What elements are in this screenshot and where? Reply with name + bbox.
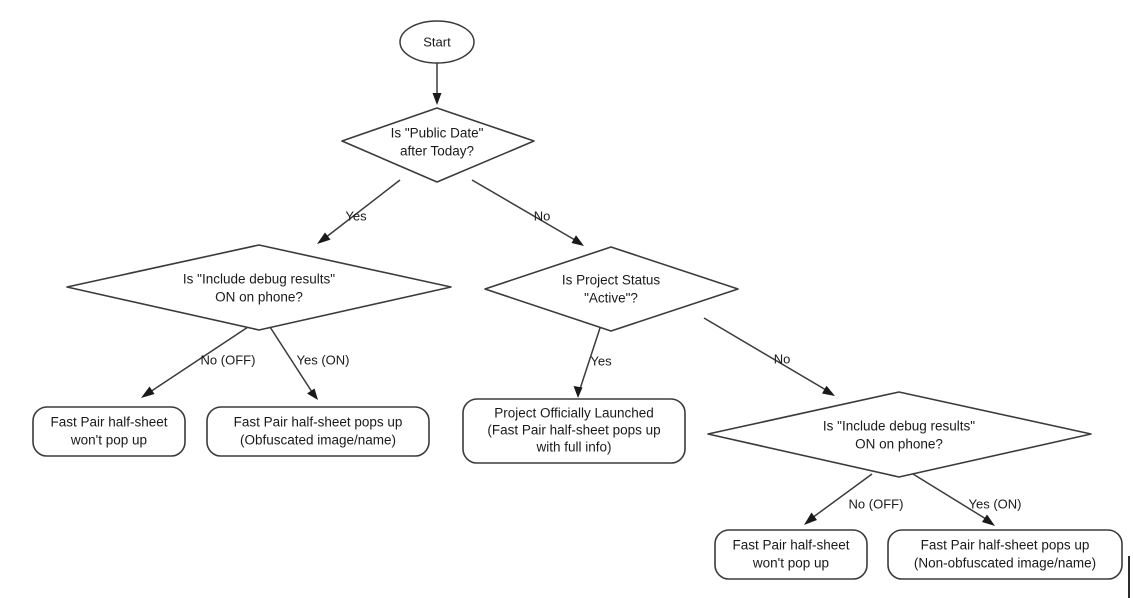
- node-start[interactable]: Start: [399, 20, 475, 64]
- node-debug-right-line1: Is "Include debug results": [823, 419, 975, 434]
- diamond-shape-debug-left: [66, 244, 452, 331]
- node-decision-public-date[interactable]: Is "Public Date" after Today?: [341, 107, 535, 183]
- node-project-status-line2: "Active"?: [584, 291, 638, 306]
- edge-label-debug-right-yes: Yes (ON): [969, 496, 1022, 511]
- edge-public-date-no: [471, 179, 584, 246]
- diamond-shape-project-status: [484, 246, 739, 332]
- node-public-date-line2: after Today?: [400, 144, 474, 159]
- node-project-status-line1: Is Project Status: [562, 273, 661, 288]
- rect-shape-non-obfuscated: [887, 529, 1123, 580]
- node-start-label: Start: [423, 34, 451, 49]
- diamond-shape-public-date: [341, 107, 535, 183]
- node-debug-right-line2: ON on phone?: [855, 437, 943, 452]
- rect-shape-launched: [462, 398, 686, 464]
- node-no-popup-right-line1: Fast Pair half-sheet: [732, 538, 849, 553]
- node-non-obfuscated-line2: (Non-obfuscated image/name): [914, 556, 1096, 571]
- node-launched-line2: (Fast Pair half-sheet pops up: [487, 423, 660, 438]
- rect-shape-no-popup-left: [32, 406, 186, 457]
- edge-label-public-date-yes: Yes: [345, 208, 367, 223]
- edge-debug-right-yes: [912, 473, 995, 526]
- edge-debug-right-no: [804, 473, 873, 525]
- node-launched-line3: with full info): [535, 440, 611, 455]
- edge-project-status-yes: [573, 327, 601, 398]
- diamond-shape-debug-right: [707, 391, 1092, 478]
- node-obfuscated-line2: (Obfuscated image/name): [240, 433, 396, 448]
- edge-start-to-public-date: [432, 63, 442, 105]
- edge-label-debug-right-no: No (OFF): [849, 496, 904, 511]
- node-decision-project-status[interactable]: Is Project Status "Active"?: [484, 246, 739, 332]
- edge-label-project-status-yes: Yes: [590, 353, 612, 368]
- edge-public-date-yes: [317, 179, 401, 244]
- node-result-no-popup-right[interactable]: Fast Pair half-sheet won't pop up: [714, 529, 868, 580]
- edge-debug-left-no: [141, 326, 249, 398]
- node-result-no-popup-left[interactable]: Fast Pair half-sheet won't pop up: [32, 406, 186, 457]
- node-no-popup-left-line1: Fast Pair half-sheet: [50, 415, 167, 430]
- node-obfuscated-line1: Fast Pair half-sheet pops up: [234, 415, 403, 430]
- edge-label-project-status-no: No: [774, 351, 791, 366]
- node-non-obfuscated-line1: Fast Pair half-sheet pops up: [921, 538, 1090, 553]
- node-launched-line1: Project Officially Launched: [494, 406, 654, 421]
- edge-label-public-date-no: No: [534, 208, 551, 223]
- edge-label-debug-left-yes: Yes (ON): [297, 352, 350, 367]
- rect-shape-obfuscated: [206, 406, 430, 457]
- edge-label-debug-left-no: No (OFF): [201, 352, 256, 367]
- node-decision-debug-left[interactable]: Is "Include debug results" ON on phone?: [66, 244, 452, 331]
- node-result-obfuscated[interactable]: Fast Pair half-sheet pops up (Obfuscated…: [206, 406, 430, 457]
- node-result-non-obfuscated[interactable]: Fast Pair half-sheet pops up (Non-obfusc…: [887, 529, 1123, 580]
- edge-debug-left-yes: [269, 326, 318, 400]
- node-result-launched[interactable]: Project Officially Launched (Fast Pair h…: [462, 398, 686, 464]
- node-debug-left-line2: ON on phone?: [215, 290, 303, 305]
- node-debug-left-line1: Is "Include debug results": [183, 272, 335, 287]
- edge-project-status-no: [703, 317, 835, 396]
- node-no-popup-right-line2: won't pop up: [752, 556, 829, 571]
- node-public-date-line1: Is "Public Date": [391, 126, 484, 141]
- rect-shape-no-popup-right: [714, 529, 868, 580]
- node-no-popup-left-line2: won't pop up: [70, 433, 147, 448]
- node-decision-debug-right[interactable]: Is "Include debug results" ON on phone?: [707, 391, 1092, 478]
- page-edge-artifact: [1128, 556, 1130, 598]
